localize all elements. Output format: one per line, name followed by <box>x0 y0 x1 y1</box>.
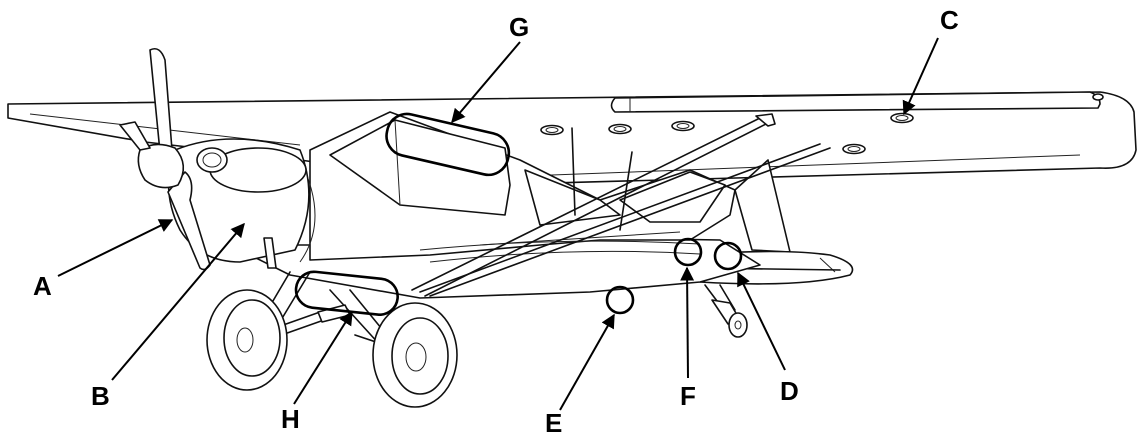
highlight-e <box>605 285 635 315</box>
callout-e: E <box>545 408 562 438</box>
leader-a <box>57 219 174 277</box>
highlight-d <box>713 241 743 271</box>
highlight-g <box>385 112 511 177</box>
callout-labels: A B C D E F G H <box>33 5 959 438</box>
callout-h: H <box>281 404 300 434</box>
leader-e <box>559 313 615 411</box>
leader-c <box>902 37 939 116</box>
cabin <box>329 119 726 226</box>
leader-b <box>111 222 245 381</box>
leader-g <box>451 41 521 124</box>
callout-g: G <box>509 12 529 42</box>
leader-f <box>680 266 695 379</box>
engine-cowling <box>167 138 310 269</box>
propeller <box>119 47 211 271</box>
callout-c: C <box>940 5 959 35</box>
callout-a: A <box>33 271 52 301</box>
leader-d <box>737 271 786 371</box>
leader-arrows <box>57 37 939 411</box>
leader-h <box>293 310 353 405</box>
callout-f: F <box>680 381 696 411</box>
wing-ports <box>540 112 914 155</box>
callout-b: B <box>91 381 110 411</box>
landing-gear <box>206 271 748 408</box>
highlight-f <box>673 237 703 267</box>
highlight-markers <box>294 112 743 316</box>
callout-d: D <box>780 376 799 406</box>
wing-struts <box>411 113 831 297</box>
